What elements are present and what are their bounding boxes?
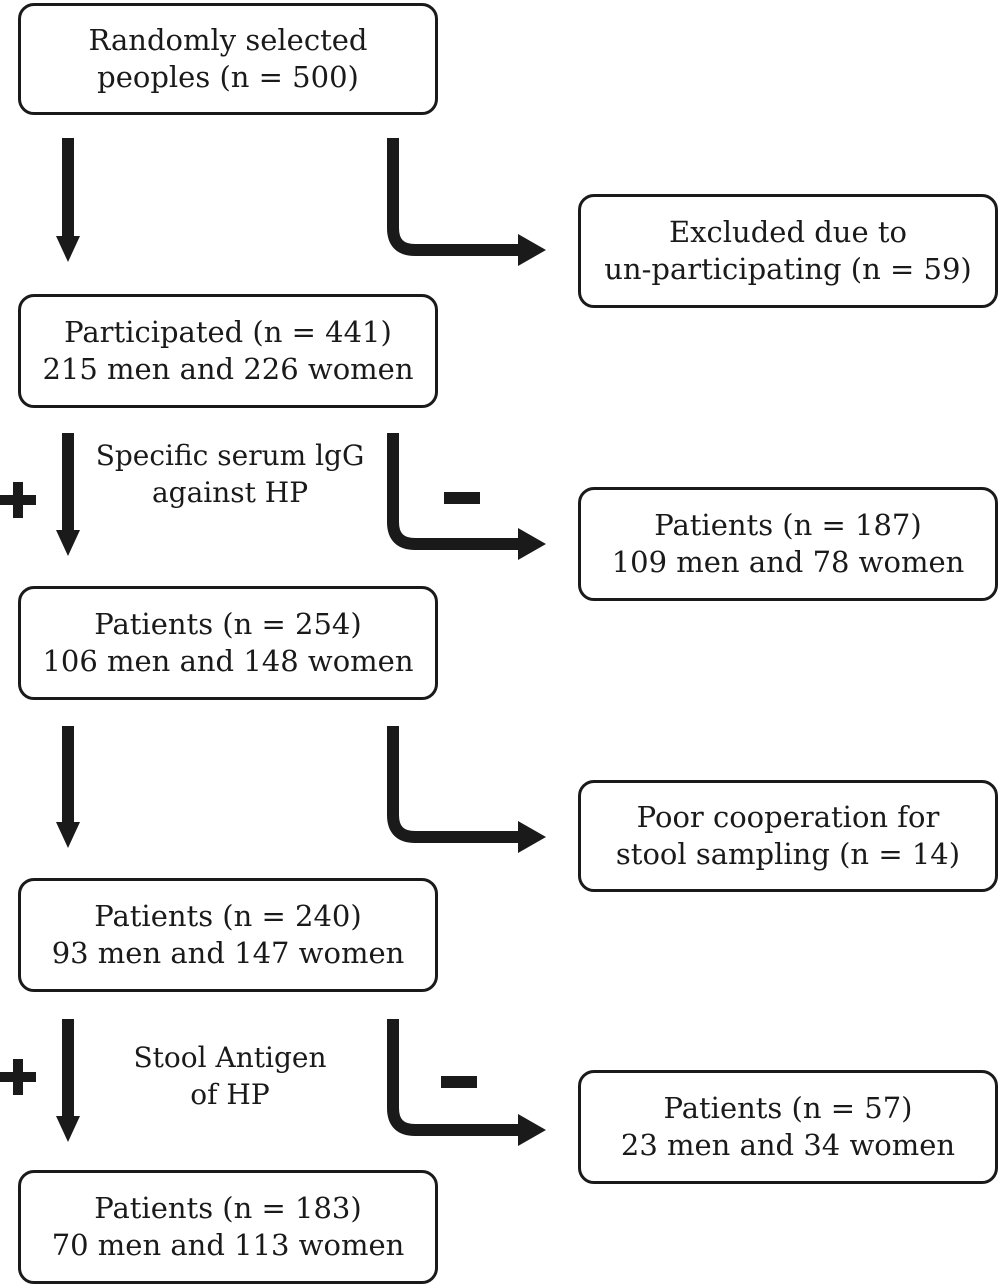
box-line-2: stool sampling (n = 14) [615,837,961,871]
box-line-1: Poor cooperation for [636,800,940,834]
box-participated: Participated (n = 441) 215 men and 226 w… [18,294,438,408]
label-line-2: of HP [190,1078,270,1111]
box-line-2: 215 men and 226 women [42,352,414,386]
box-line-2: 93 men and 147 women [51,936,405,970]
arrow-right-4 [387,1019,522,1136]
label-line-1: Specific serum lgG [95,439,365,472]
minus-sign-serum [444,492,480,504]
label-line-2: against HP [151,476,309,509]
box-line-1: Excluded due to [669,215,907,249]
arrow-right-2 [387,433,522,550]
box-line-2: 23 men and 34 women [620,1128,956,1162]
minus-sign-stool [441,1076,477,1088]
label-serum-igg-test: Specific serum lgG against HP [92,437,368,511]
arrow-right-1 [387,138,522,256]
box-line-1: Patients (n = 254) [94,607,362,641]
arrow-right-3 [387,726,522,843]
box-final: Patients (n = 183) 70 men and 113 women [18,1170,438,1284]
box-stool-negative: Patients (n = 57) 23 men and 34 women [578,1070,998,1184]
box-line-1: Randomly selected [88,23,368,57]
box-line-2: 106 men and 148 women [42,644,414,678]
box-line-2: peoples (n = 500) [97,60,359,94]
box-line-1: Patients (n = 57) [663,1091,913,1125]
box-randomly-selected: Randomly selected peoples (n = 500) [18,3,438,115]
label-stool-antigen-test: Stool Antigen of HP [92,1039,368,1113]
box-igg-positive: Patients (n = 254) 106 men and 148 women [18,586,438,700]
plus-sign-stool [0,1059,36,1095]
label-line-1: Stool Antigen [133,1041,327,1074]
box-line-2: 109 men and 78 women [611,545,965,579]
box-excluded: Excluded due to un-participating (n = 59… [578,194,998,308]
box-line-2: 70 men and 113 women [51,1228,405,1262]
box-line-1: Participated (n = 441) [64,315,392,349]
box-line-1: Patients (n = 187) [654,508,922,542]
box-igg-negative: Patients (n = 187) 109 men and 78 women [578,487,998,601]
box-line-2: un-participating (n = 59) [604,252,972,286]
box-stool-tested: Patients (n = 240) 93 men and 147 women [18,878,438,992]
box-line-1: Patients (n = 240) [94,899,362,933]
box-poor-cooperation: Poor cooperation for stool sampling (n =… [578,780,998,892]
box-line-1: Patients (n = 183) [94,1191,362,1225]
plus-sign-serum [0,482,36,518]
